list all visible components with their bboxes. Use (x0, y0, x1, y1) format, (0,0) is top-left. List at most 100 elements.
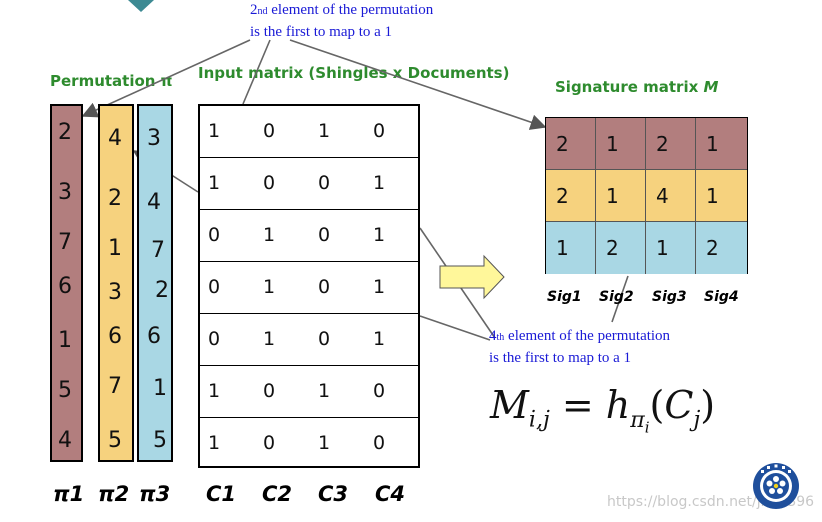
input-cell: 0 (263, 432, 276, 454)
sig-col-label: Sig4 (704, 289, 739, 305)
input-cell: 0 (373, 380, 386, 402)
input-cell: 1 (208, 432, 221, 454)
signature-cell: 2 (646, 118, 696, 170)
pi1-label: π1 (53, 482, 85, 506)
input-cell: 0 (373, 432, 386, 454)
line-to-input (242, 39, 271, 105)
table-row: 1 0 0 1 (200, 158, 418, 210)
input-cell: 1 (318, 120, 331, 142)
pi3-value: 2 (155, 278, 169, 303)
table-row: 1 0 1 0 (200, 106, 418, 158)
input-cell: 1 (373, 276, 386, 298)
pi2-label: π2 (98, 482, 130, 506)
pi1-value: 2 (58, 120, 72, 145)
signature-cell: 1 (696, 170, 747, 222)
signature-cell: 2 (596, 222, 646, 274)
signature-cell: 4 (646, 170, 696, 222)
arrow-to-pi1 (81, 39, 251, 118)
permutation-label: Permutation π (50, 72, 173, 90)
pi2-value: 7 (108, 374, 122, 399)
table-row: 0 1 0 1 (200, 210, 418, 262)
input-cell: 0 (263, 172, 276, 194)
signature-cell: 1 (596, 170, 646, 222)
input-cell: 1 (318, 432, 331, 454)
line-to-sig (611, 275, 629, 323)
permutation-pi1: 2 3 7 6 1 5 4 (50, 104, 83, 462)
pi1-value: 4 (58, 428, 72, 453)
input-col-label: C3 (318, 482, 349, 506)
input-cell: 1 (373, 224, 386, 246)
line-bottom-2 (419, 315, 491, 341)
sig-col-label: Sig2 (599, 289, 634, 305)
input-cell: 1 (373, 172, 386, 194)
input-cell: 1 (373, 328, 386, 350)
input-matrix: 1 0 1 0 1 0 0 1 0 1 0 1 0 1 0 1 0 1 0 1 … (198, 104, 420, 468)
pi3-value: 3 (147, 126, 161, 151)
pi3-label: π3 (139, 482, 171, 506)
pi3-value: 6 (147, 324, 161, 349)
input-cell: 0 (318, 328, 331, 350)
input-cell: 0 (263, 380, 276, 402)
yellow-block-arrow (439, 254, 505, 300)
pi2-value: 2 (108, 186, 122, 211)
input-col-label: C2 (262, 482, 293, 506)
signature-cell: 1 (696, 118, 747, 170)
permutation-pi3: 3 4 7 2 6 1 5 (137, 104, 173, 462)
signature-cell: 2 (546, 170, 596, 222)
note-bottom: 4th element of the permutation is the fi… (489, 326, 670, 368)
pi1-value: 1 (58, 328, 72, 353)
note-top-line1: 2nd element of the permutation (250, 2, 434, 18)
input-cell: 1 (208, 380, 221, 402)
input-cell: 1 (318, 380, 331, 402)
signature-cell: 2 (696, 222, 747, 274)
input-cell: 0 (318, 224, 331, 246)
pi3-value: 7 (151, 238, 165, 263)
university-seal-logo (753, 463, 799, 509)
pi2-value: 3 (108, 280, 122, 305)
input-cell: 1 (208, 120, 221, 142)
input-col-label: C1 (206, 482, 237, 506)
signature-cell: 1 (646, 222, 696, 274)
table-row: 2 1 2 1 (546, 118, 747, 170)
signature-cell: 1 (596, 118, 646, 170)
table-row: 1 0 1 0 (200, 418, 418, 466)
sig-col-label: Sig3 (652, 289, 687, 305)
input-cell: 1 (263, 276, 276, 298)
input-col-label: C4 (375, 482, 406, 506)
signature-cell: 1 (546, 222, 596, 274)
pi2-value: 1 (108, 236, 122, 261)
pi1-value: 6 (58, 274, 72, 299)
pi1-value: 7 (58, 230, 72, 255)
pi3-value: 1 (153, 376, 167, 401)
table-row: 1 0 1 0 (200, 366, 418, 418)
input-cell: 0 (208, 224, 221, 246)
input-cell: 0 (318, 276, 331, 298)
signature-matrix: 2 1 2 1 2 1 4 1 1 2 1 2 (545, 117, 748, 274)
input-cell: 0 (263, 120, 276, 142)
pi1-value: 5 (58, 378, 72, 403)
pi2-value: 4 (108, 126, 122, 151)
table-row: 0 1 0 1 (200, 262, 418, 314)
input-cell: 0 (208, 276, 221, 298)
input-cell: 1 (208, 172, 221, 194)
table-row: 0 1 0 1 (200, 314, 418, 366)
pi2-value: 5 (108, 428, 122, 453)
signature-cell: 2 (546, 118, 596, 170)
note-top-line2: is the first to map to a 1 (250, 24, 393, 40)
sig-col-label: Sig1 (547, 289, 582, 305)
input-cell: 1 (263, 224, 276, 246)
pi3-value: 5 (153, 428, 167, 453)
input-cell: 0 (318, 172, 331, 194)
pi2-value: 6 (108, 324, 122, 349)
pi3-value: 4 (147, 190, 161, 215)
minhash-formula: Mi,j = hπi(Cj) (490, 383, 716, 436)
permutation-pi2: 4 2 1 3 6 7 5 (98, 104, 134, 462)
input-cell: 1 (263, 328, 276, 350)
input-matrix-label: Input matrix (Shingles x Documents) (198, 64, 510, 82)
note-top: 2nd element of the permutation is the fi… (250, 0, 433, 42)
note-bottom-line1: 4th element of the permutation (489, 328, 671, 344)
input-cell: 0 (208, 328, 221, 350)
pi1-value: 3 (58, 180, 72, 205)
note-bottom-line2: is the first to map to a 1 (489, 350, 632, 366)
